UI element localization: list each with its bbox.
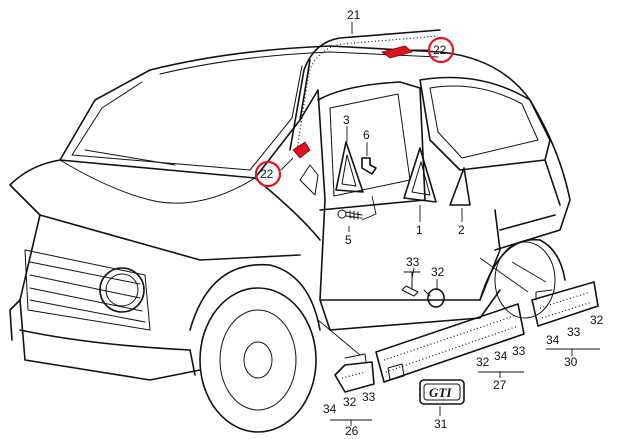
label-33-rear: 33 bbox=[567, 325, 581, 339]
label-32-top: 32 bbox=[431, 265, 445, 279]
highlight-clip-pillar bbox=[292, 141, 311, 159]
label-22-left: 22 bbox=[260, 167, 274, 181]
highlight-ring-22-top bbox=[427, 36, 455, 64]
part-2-window-trim: 2 bbox=[449, 167, 471, 237]
label-3: 3 bbox=[343, 113, 350, 127]
part-22-clips: 22 22 bbox=[254, 36, 455, 188]
label-32-front: 32 bbox=[343, 395, 357, 409]
part-3-triangle-cover: 3 bbox=[335, 113, 364, 193]
part-6-clip: 6 bbox=[361, 128, 377, 175]
label-32-door: 32 bbox=[476, 355, 490, 369]
label-26: 26 bbox=[345, 424, 359, 438]
label-5: 5 bbox=[345, 233, 352, 247]
highlight-ring-22-left bbox=[254, 160, 282, 188]
part-5-screw: 5 bbox=[337, 195, 377, 247]
part-31-badge: GTI 31 bbox=[419, 379, 465, 431]
label-32-rear: 32 bbox=[590, 313, 604, 327]
label-6: 6 bbox=[363, 128, 370, 142]
part-30-molding: 34 33 32 30 bbox=[511, 261, 604, 369]
part-1-window-trim: 1 bbox=[403, 147, 437, 237]
part-26-molding: 34 32 33 26 bbox=[317, 319, 376, 438]
label-2: 2 bbox=[458, 223, 465, 237]
car-body bbox=[9, 45, 571, 433]
label-34-front: 34 bbox=[323, 402, 337, 416]
label-31: 31 bbox=[434, 417, 448, 431]
highlight-clip-roof bbox=[381, 45, 413, 59]
gti-badge-text: GTI bbox=[429, 385, 452, 400]
label-34-rear: 34 bbox=[546, 333, 560, 347]
label-27: 27 bbox=[493, 378, 507, 392]
part-21-roof-molding: 21 bbox=[289, 8, 441, 151]
label-33-door: 33 bbox=[512, 344, 526, 358]
label-21: 21 bbox=[347, 8, 361, 22]
label-22-top: 22 bbox=[433, 43, 447, 57]
label-34-door: 34 bbox=[494, 349, 508, 363]
part-33-32-fasteners: 33 32 bbox=[401, 255, 445, 308]
label-30: 30 bbox=[564, 355, 578, 369]
label-33-front: 33 bbox=[362, 390, 376, 404]
label-1: 1 bbox=[416, 223, 423, 237]
label-33-top: 33 bbox=[406, 255, 420, 269]
part-27-molding: 32 34 33 27 bbox=[375, 257, 529, 392]
